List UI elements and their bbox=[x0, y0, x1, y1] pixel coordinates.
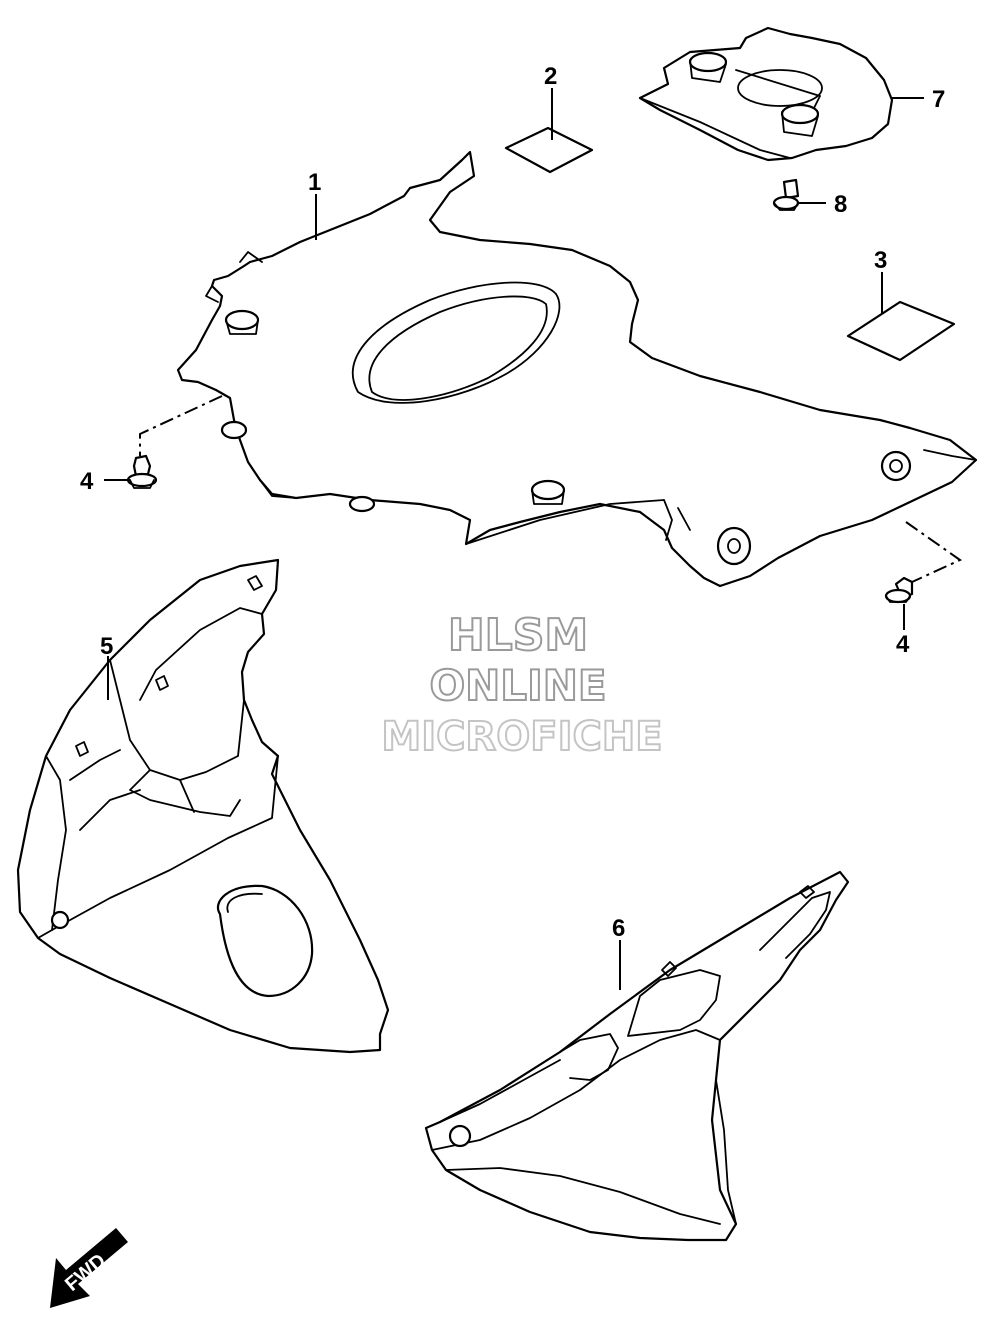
watermark-line-1: HLSM bbox=[448, 610, 588, 661]
callout-3: 3 bbox=[874, 247, 887, 274]
watermark: HLSM ONLINE MICROFICHE bbox=[380, 609, 663, 761]
callout-6: 6 bbox=[612, 915, 625, 942]
fwd-arrow-icon: FWD bbox=[50, 1228, 128, 1308]
callout-8: 8 bbox=[834, 191, 847, 218]
part-2-pad[interactable] bbox=[504, 126, 594, 174]
part-4-clip-right[interactable] bbox=[884, 576, 914, 604]
watermark-line-2: ONLINE bbox=[429, 661, 606, 710]
leader-lines bbox=[104, 88, 924, 990]
callout-2: 2 bbox=[544, 63, 557, 90]
part-3-pad[interactable] bbox=[846, 300, 956, 362]
part-5-side-fairing[interactable] bbox=[16, 558, 390, 1054]
callout-labels: 1 2 3 4 4 5 6 7 8 bbox=[80, 63, 945, 942]
watermark-line-3: MICROFICHE bbox=[381, 714, 662, 760]
assembly-lines bbox=[139, 395, 962, 583]
callout-4-right: 4 bbox=[896, 631, 910, 658]
callout-7: 7 bbox=[932, 86, 945, 113]
part-7-cover[interactable] bbox=[638, 26, 894, 162]
part-4-clip-left[interactable] bbox=[126, 454, 158, 489]
part-1-inner-panel[interactable] bbox=[176, 150, 978, 588]
callout-5: 5 bbox=[100, 633, 113, 660]
part-6-side-fairing[interactable] bbox=[424, 870, 850, 1242]
callout-4-left: 4 bbox=[80, 468, 94, 495]
part-8-screw[interactable] bbox=[772, 178, 800, 211]
callout-1: 1 bbox=[308, 169, 321, 196]
